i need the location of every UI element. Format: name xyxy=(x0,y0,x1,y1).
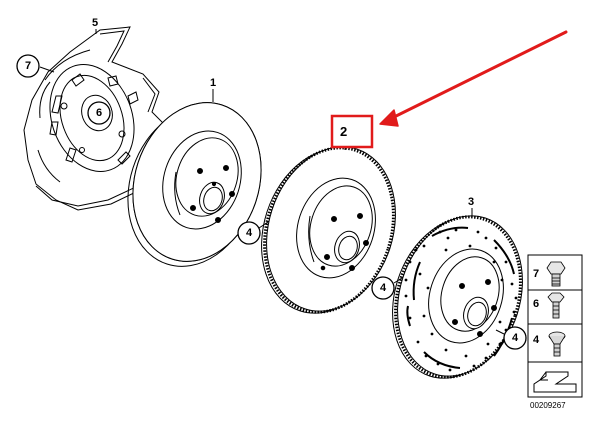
legend-item-6: 6 xyxy=(533,292,565,319)
highlight-box xyxy=(330,114,374,149)
svg-text:4: 4 xyxy=(380,282,387,294)
svg-text:4: 4 xyxy=(512,332,519,344)
hex-screw-icon xyxy=(547,292,565,319)
red-arrow-icon xyxy=(379,30,568,127)
bolt-icon xyxy=(546,261,566,287)
svg-text:6: 6 xyxy=(533,298,539,310)
svg-text:7: 7 xyxy=(25,60,31,72)
callout-4-a: 4 xyxy=(237,221,269,245)
brake-disc-plain xyxy=(127,102,262,267)
callout-6: 6 xyxy=(87,101,111,125)
svg-text:6: 6 xyxy=(96,107,102,119)
callout-4-b: 4 xyxy=(371,276,403,300)
part-label-5: 5 xyxy=(92,17,98,29)
highlight-annotation: 2 xyxy=(330,30,568,149)
drill-holes xyxy=(404,228,518,372)
callout-4-c: 4 xyxy=(495,326,527,350)
document-number: 00209267 xyxy=(530,401,566,410)
brake-disc-vented xyxy=(261,146,396,314)
svg-text:4: 4 xyxy=(246,227,253,239)
direction-arrow-icon xyxy=(533,371,577,393)
legend-item-7: 7 xyxy=(533,261,566,287)
svg-text:4: 4 xyxy=(533,334,540,346)
hardware-legend: 7 6 4 xyxy=(527,254,583,398)
part-label-3: 3 xyxy=(468,196,474,208)
part-label-1: 1 xyxy=(210,77,216,89)
legend-item-4: 4 xyxy=(533,331,566,357)
callout-7: 7 xyxy=(16,54,55,78)
countersunk-screw-icon xyxy=(548,331,566,357)
part-label-2: 2 xyxy=(340,124,347,139)
svg-text:7: 7 xyxy=(533,268,539,280)
brake-disc-drilled-slotted xyxy=(392,215,523,379)
